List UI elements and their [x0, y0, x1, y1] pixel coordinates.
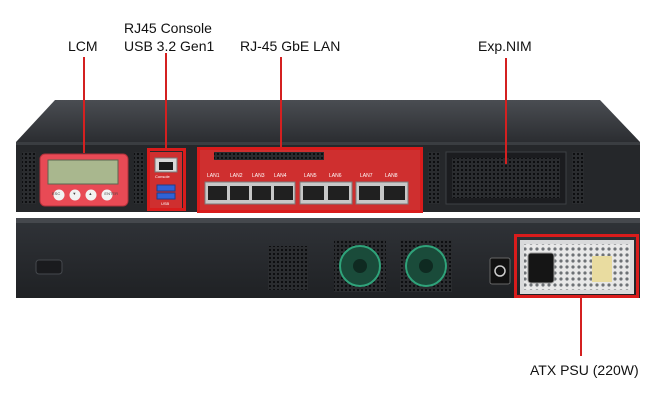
- power-switch: [489, 257, 511, 285]
- lan-leader: [280, 57, 282, 147]
- console-usb-highlight: [147, 148, 186, 211]
- psu-ac-inlet: [527, 252, 555, 284]
- lan5-label: LAN5: [304, 173, 317, 179]
- psu-highlight: [514, 234, 639, 298]
- exp-label: Exp.NIM: [478, 38, 532, 54]
- lan1-label: LAN1: [207, 173, 220, 179]
- usb-port-1: [156, 184, 176, 192]
- console-label-line1: RJ45 Console: [124, 20, 212, 36]
- lcm-up-label: ▲: [88, 191, 93, 196]
- lan3-label: LAN3: [252, 173, 265, 179]
- usb-port-2: [156, 192, 176, 200]
- front-chassis-top: [16, 100, 640, 142]
- psu-leader: [580, 298, 582, 356]
- lan-label: RJ-45 GbE LAN: [240, 38, 341, 54]
- lan7-label: LAN7: [360, 173, 373, 179]
- lcm-leader: [83, 57, 85, 153]
- console-leader: [165, 53, 167, 148]
- lcm-buttons: [53, 189, 113, 201]
- lan6-label: LAN6: [329, 173, 342, 179]
- lcm-down-label: ▼: [72, 191, 77, 196]
- lan8-label: LAN8: [385, 173, 398, 179]
- console-label-line2: USB 3.2 Gen1: [124, 38, 215, 54]
- usb-port-label: USB: [161, 201, 170, 206]
- lcm-screen: [47, 159, 119, 185]
- lan-highlight: [197, 147, 423, 213]
- lcm-button-labels: ESC ▼ ▲ ENTER: [52, 191, 118, 196]
- lan4-label: LAN4: [274, 173, 287, 179]
- console-port-label: Console: [155, 174, 170, 179]
- exp-leader: [505, 58, 507, 164]
- lan-port-blocks: [204, 181, 409, 205]
- lcm-esc-label: ESC: [52, 191, 61, 196]
- lcm-enter-label: ENTER: [104, 191, 118, 196]
- lcm-label: LCM: [68, 38, 98, 54]
- psu-label: ATX PSU (220W): [530, 362, 639, 378]
- lan2-label: LAN2: [230, 173, 243, 179]
